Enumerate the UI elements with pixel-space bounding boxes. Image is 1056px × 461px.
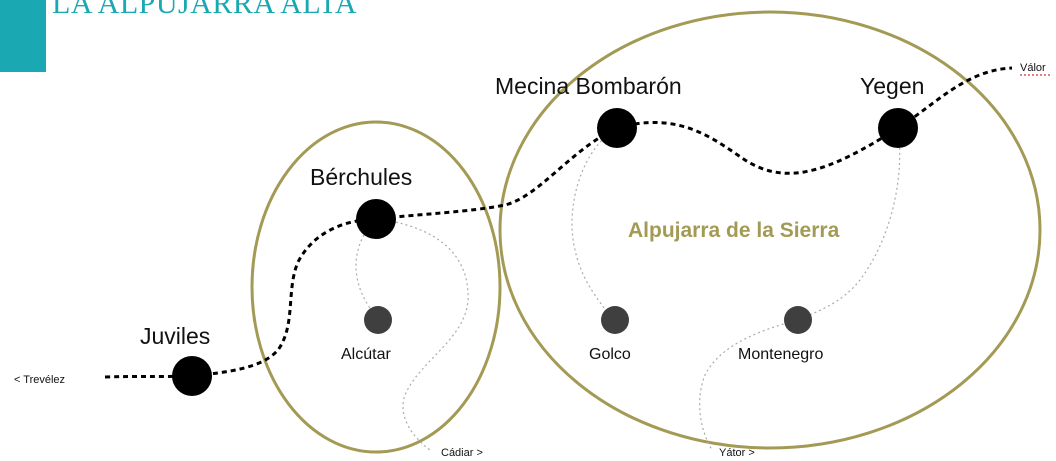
main-route [104,66,1013,379]
town-label-montenegro: Montenegro [738,346,823,363]
region-label-sierra: Alpujarra de la Sierra [628,219,840,242]
town-label-mecina-bombaron: Mecina Bombarón [495,73,682,99]
sierra-region-outline [498,10,1042,450]
town-marker-berchules [356,199,396,239]
town-marker-montenegro [784,306,812,334]
accent-bar [0,0,46,72]
exit-label-cadiar: Cádiar > [441,447,483,459]
route-montenegro-yator [699,319,799,451]
town-label-juviles: Juviles [140,323,210,349]
route-mecina-golco [571,127,618,321]
town-marker-mecina-bombaron [597,108,637,148]
exit-label-yator: Yátor > [719,447,755,459]
town-label-berchules: Bérchules [310,164,412,190]
town-marker-juviles [172,356,212,396]
town-label-golco: Golco [589,346,631,363]
exit-label-trevelez: < Trevélez [14,374,65,386]
town-marker-golco [601,306,629,334]
town-label-yegen: Yegen [860,73,924,99]
exit-label-valor: Válor [1020,62,1046,74]
page-title: LA ALPUJARRA ALTA [52,0,358,20]
town-marker-alcutar [364,306,392,334]
town-label-alcutar: Alcútar [341,346,391,363]
berchules-region-outline [250,120,502,454]
route-yegen-montenegro [797,127,901,321]
town-marker-yegen [878,108,918,148]
